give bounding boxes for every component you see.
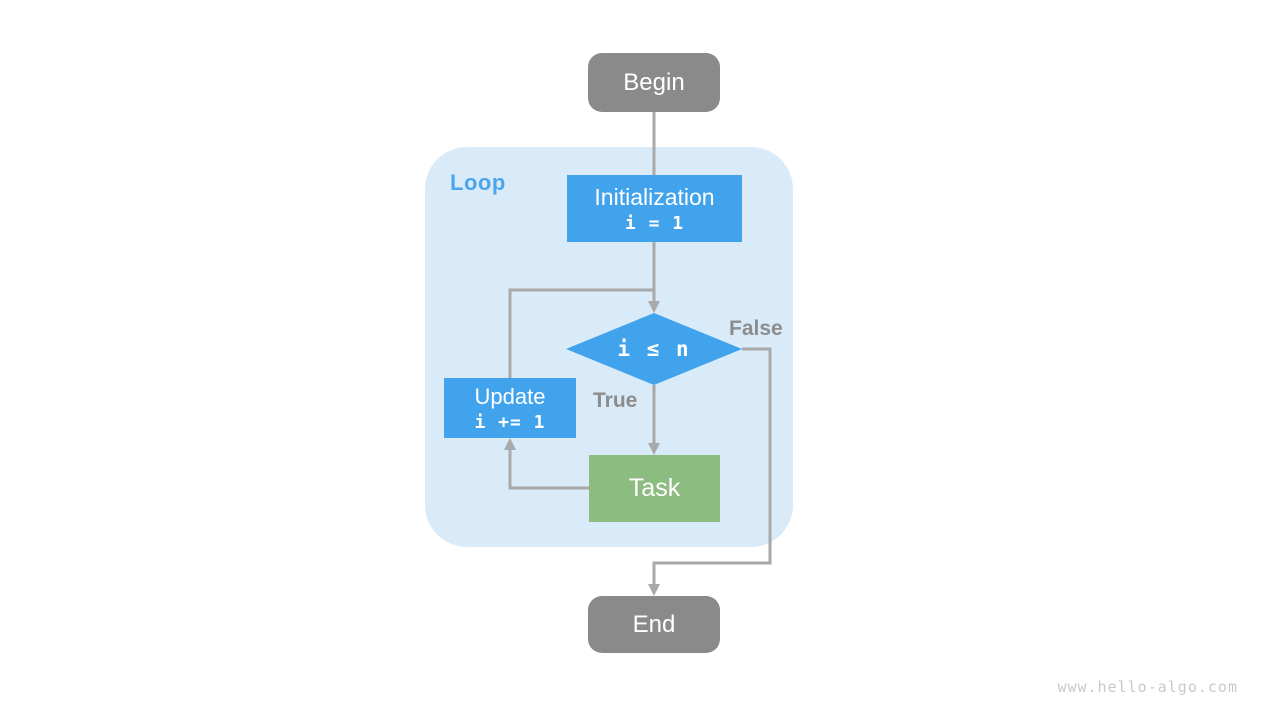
begin-node: Begin [588,53,720,112]
initialization-node: Initialization i = 1 [567,175,742,242]
true-edge-label: True [593,389,638,412]
initialization-node-label: Initialization [594,183,715,210]
arrowhead-end-top [648,584,660,596]
loop-group-label: Loop [450,170,506,195]
condition-diamond-shape [566,313,742,385]
end-node: End [588,596,720,653]
false-edge-label: False [729,317,783,340]
watermark: www.hello-algo.com [1057,678,1238,696]
update-node: Update i += 1 [444,378,576,438]
task-node-label: Task [628,474,681,502]
update-node-label: Update [474,383,546,409]
initialization-node-code: i = 1 [624,212,685,234]
arrowhead-update-bottom [504,438,516,450]
update-node-code: i += 1 [474,411,546,433]
edge-condition-to-end [652,347,772,589]
condition-node-label: i ≤ n [617,337,691,361]
arrowhead-condition-top [648,301,660,313]
task-node: Task [589,455,720,522]
edge-task-to-update [508,445,589,490]
edge-update-to-condition [508,288,656,378]
arrowhead-task-top [648,443,660,455]
begin-node-label: Begin [623,68,685,96]
end-node-label: End [632,610,676,638]
